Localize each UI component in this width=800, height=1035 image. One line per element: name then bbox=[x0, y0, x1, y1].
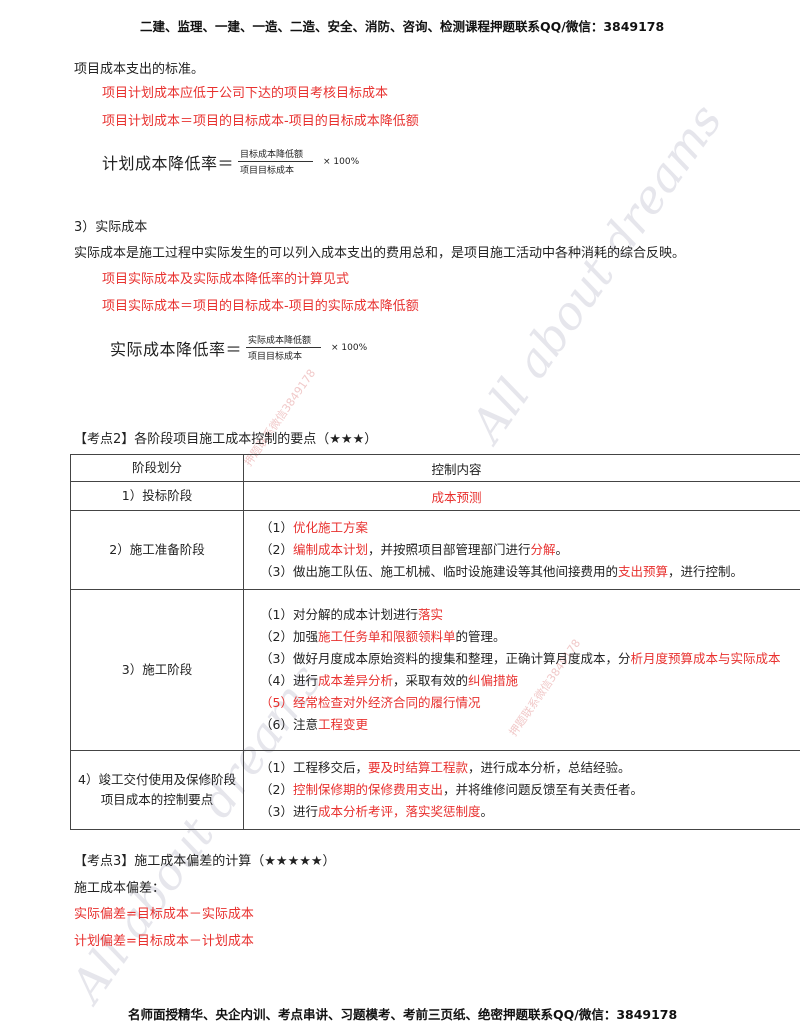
content-text: ，并将维修问题反馈至有关责任者。 bbox=[442, 782, 643, 797]
actual-desc: 实际成本是施工过程中实际发生的可以列入成本支出的费用总和，是项目施工活动中各种消… bbox=[74, 246, 686, 261]
content-line: （1）对分解的成本计划进行落实 bbox=[260, 604, 800, 626]
content-text: （6）注意 bbox=[260, 717, 318, 732]
plan-deviation: 计划偏差=目标成本－计划成本 bbox=[74, 934, 254, 949]
content-text: （1）对分解的成本计划进行 bbox=[260, 607, 418, 622]
content-cell: 成本预测 bbox=[243, 481, 800, 511]
formula-numerator: 实际成本降低额 bbox=[246, 333, 322, 348]
stage-cell: 3）施工阶段 bbox=[70, 589, 244, 751]
content-text: （1） bbox=[260, 520, 293, 535]
content-text: （3）做出施工队伍、施工机械、临时设施建设等其他间接费用的 bbox=[260, 564, 618, 579]
table-header-row: 阶段划分 控制内容 bbox=[70, 454, 800, 482]
highlight-text: 工程变更 bbox=[317, 717, 368, 732]
highlight-text: 成本分析考评，落实奖惩制度 bbox=[317, 804, 481, 819]
content-line: （4）进行成本差异分析，采取有效的纠偏措施 bbox=[260, 670, 800, 692]
plan-formula: 计划成本降低率＝ 目标成本降低额 项目目标成本 × 100% bbox=[102, 147, 359, 176]
formula-lhs: 实际成本降低率＝ bbox=[110, 339, 243, 359]
kp3-title: 【考点3】施工成本偏差的计算（★★★★★） bbox=[74, 854, 336, 869]
stage-cell: 4）竣工交付使用及保修阶段项目成本的控制要点 bbox=[70, 750, 244, 830]
content-line: （2）控制保修期的保修费用支出，并将维修问题反馈至有关责任者。 bbox=[260, 779, 800, 801]
formula-times: × 100% bbox=[323, 156, 360, 167]
highlight-text: 析月度预算成本与实际成本 bbox=[630, 651, 781, 666]
highlight-text: 控制保修期的保修费用支出 bbox=[292, 782, 443, 797]
highlight-text: 成本预测 bbox=[431, 489, 482, 505]
content-text: 成本预测 bbox=[431, 490, 481, 505]
table-row: 2）施工准备阶段 （1）优化施工方案（2）编制成本计划，并按照项目部管理部门进行… bbox=[70, 510, 800, 590]
content-text: （2） bbox=[260, 542, 293, 557]
content-line: （1）优化施工方案 bbox=[260, 517, 800, 539]
content-line: （6）注意工程变更 bbox=[260, 714, 800, 736]
highlight-text: 落实 bbox=[417, 607, 443, 622]
content-line: （2）编制成本计划，并按照项目部管理部门进行分解。 bbox=[260, 539, 800, 561]
highlight-text: 成本差异分析 bbox=[317, 673, 393, 688]
content-cell: （1）优化施工方案（2）编制成本计划，并按照项目部管理部门进行分解。（3）做出施… bbox=[243, 510, 800, 590]
content-text: （3）进行 bbox=[260, 804, 318, 819]
formula-denominator: 项目目标成本 bbox=[240, 166, 295, 176]
content-text: （2） bbox=[260, 782, 293, 797]
highlight-text: 优化施工方案 bbox=[292, 520, 368, 535]
page-header: 二建、监理、一建、一造、二造、安全、消防、咨询、检测课程押题联系QQ/微信：38… bbox=[140, 19, 665, 34]
highlight-text: 支出预算 bbox=[617, 564, 668, 579]
content-text: 。 bbox=[480, 804, 493, 819]
formula-denominator: 项目目标成本 bbox=[248, 352, 303, 362]
content-line: （3）进行成本分析考评，落实奖惩制度。 bbox=[260, 801, 800, 823]
deviation-label: 施工成本偏差： bbox=[74, 881, 166, 896]
header-content: 控制内容 bbox=[243, 454, 800, 482]
highlight-text: 编制成本计划 bbox=[292, 542, 368, 557]
content-text: 。 bbox=[555, 542, 569, 557]
formula-lhs: 计划成本降低率＝ bbox=[102, 153, 235, 173]
content-text: 的管理。 bbox=[455, 629, 506, 644]
kp2-title: 【考点2】各阶段项目施工成本控制的要点（★★★） bbox=[74, 432, 378, 447]
table-row: 4）竣工交付使用及保修阶段项目成本的控制要点 （1）工程移交后，要及时结算工程款… bbox=[70, 750, 800, 830]
content-text: ，进行控制。 bbox=[667, 564, 743, 579]
header-stage: 阶段划分 bbox=[70, 454, 244, 482]
stage-cell: 2）施工准备阶段 bbox=[70, 510, 244, 590]
content-line: （5）经常检查对外经济合同的履行情况 bbox=[260, 692, 800, 714]
content-text: ，并按照项目部管理部门进行 bbox=[367, 542, 531, 557]
highlight-text: 分解 bbox=[530, 542, 556, 557]
actual-formula: 实际成本降低率＝ 实际成本降低额 项目目标成本 × 100% bbox=[110, 333, 367, 362]
content-text: （4）进行 bbox=[260, 673, 318, 688]
plan-red-1: 项目计划成本应低于公司下达的项目考核目标成本 bbox=[102, 86, 389, 101]
plan-red-2: 项目计划成本＝项目的目标成本-项目的目标成本降低额 bbox=[102, 114, 419, 129]
content-line: （2）加强施工任务单和限额领料单的管理。 bbox=[260, 626, 800, 648]
formula-numerator: 目标成本降低额 bbox=[238, 147, 314, 162]
table-row: 3）施工阶段 （1）对分解的成本计划进行落实（2）加强施工任务单和限额领料单的管… bbox=[70, 589, 800, 751]
actual-heading: 3）实际成本 bbox=[74, 220, 148, 235]
actual-red-2: 项目实际成本＝项目的目标成本-项目的实际成本降低额 bbox=[102, 299, 419, 314]
content-text: ，进行成本分析，总结经验。 bbox=[467, 760, 631, 775]
stage-cell: 1）投标阶段 bbox=[70, 481, 244, 511]
content-cell: （1）工程移交后，要及时结算工程款，进行成本分析，总结经验。（2）控制保修期的保… bbox=[243, 750, 800, 830]
actual-red-1: 项目实际成本及实际成本降低率的计算见式 bbox=[102, 272, 350, 287]
content-text: ，采取有效的 bbox=[392, 673, 468, 688]
content-cell: （1）对分解的成本计划进行落实（2）加强施工任务单和限额领料单的管理。（3）做好… bbox=[243, 589, 800, 751]
formula-times: × 100% bbox=[331, 342, 368, 353]
highlight-text: 要及时结算工程款 bbox=[367, 760, 468, 775]
highlight-text: 施工任务单和限额领料单 bbox=[317, 629, 456, 644]
content-text: （1）工程移交后， bbox=[260, 760, 368, 775]
content-text: （2）加强 bbox=[260, 629, 318, 644]
watermark: All about dreams bbox=[460, 94, 733, 451]
content-text: （3）做好月度成本原始资料的搜集和整理，正确计算月度成本，分 bbox=[260, 651, 631, 666]
content-line: （3）做好月度成本原始资料的搜集和整理，正确计算月度成本，分析月度预算成本与实际… bbox=[260, 648, 800, 670]
control-table: 阶段划分 控制内容 1）投标阶段 成本预测 2）施工准备阶段 （1）优化施工方案… bbox=[70, 454, 800, 830]
highlight-text: 纠偏措施 bbox=[467, 673, 518, 688]
formula-fraction: 目标成本降低额 项目目标成本 bbox=[238, 147, 314, 176]
page-footer: 名师面授精华、央企内训、考点串讲、习题模考、考前三页纸、绝密押题联系QQ/微信：… bbox=[128, 1007, 678, 1022]
formula-fraction: 实际成本降低额 项目目标成本 bbox=[246, 333, 322, 362]
content-line: （3）做出施工队伍、施工机械、临时设施建设等其他间接费用的支出预算，进行控制。 bbox=[260, 561, 800, 583]
actual-deviation: 实际偏差=目标成本－实际成本 bbox=[74, 907, 254, 922]
content-line: （1）工程移交后，要及时结算工程款，进行成本分析，总结经验。 bbox=[260, 757, 800, 779]
highlight-text: （5）经常检查对外经济合同的履行情况 bbox=[260, 695, 481, 710]
table-row: 1）投标阶段 成本预测 bbox=[70, 481, 800, 511]
intro-line: 项目成本支出的标准。 bbox=[74, 62, 205, 77]
